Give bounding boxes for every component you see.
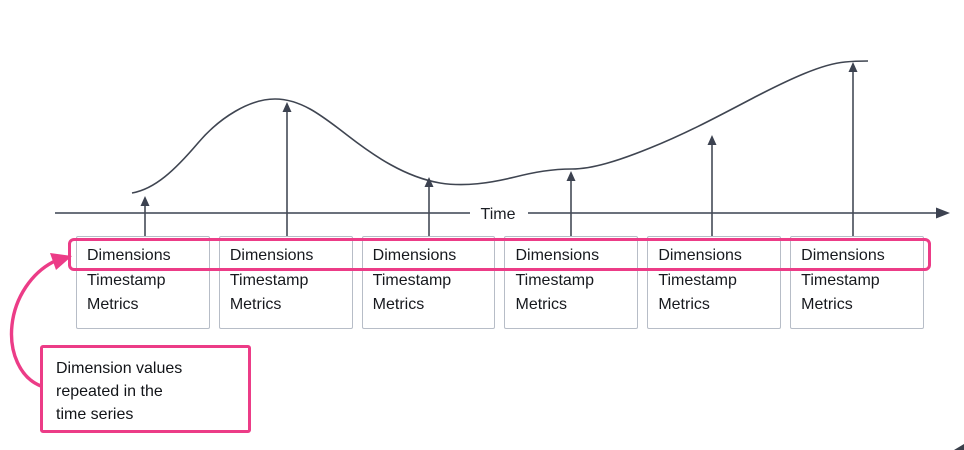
time-axis-label: Time <box>481 206 516 223</box>
record-field-dimensions: Dimensions <box>229 247 314 264</box>
record-field-metrics: Metrics <box>372 296 425 313</box>
data-point-arrow-5 <box>707 135 717 237</box>
record-field-dimensions: Dimensions <box>515 247 600 264</box>
record-field-dimensions: Dimensions <box>87 247 171 264</box>
time-axis-arrowhead <box>936 207 950 219</box>
callout-line-3: time series <box>56 406 134 423</box>
record-field-dimensions: Dimensions <box>658 247 742 264</box>
record-field-timestamp: Timestamp <box>87 271 166 289</box>
record-box-5: Dimensions Timestamp Metrics <box>647 236 782 329</box>
record-field-metrics: Metrics <box>229 296 282 313</box>
data-point-arrow-2 <box>282 102 292 237</box>
data-point-arrow-4 <box>566 171 576 237</box>
record-field-timestamp: Timestamp <box>515 271 595 289</box>
record-box-1: Dimensions Timestamp Metrics <box>76 236 210 329</box>
record-box-2: Dimensions Timestamp Metrics <box>218 236 353 329</box>
records-row: Dimensions Timestamp Metrics Dimensions … <box>76 236 924 329</box>
callout-line-2: repeated in the <box>56 383 163 400</box>
record-field-timestamp: Timestamp <box>801 271 880 289</box>
callout-box: Dimension values repeated in the time se… <box>40 345 251 433</box>
record-field-dimensions: Dimensions <box>801 247 885 264</box>
record-box-4: Dimensions Timestamp Metrics <box>504 236 639 329</box>
time-axis <box>55 207 950 219</box>
record-field-timestamp: Timestamp <box>229 271 309 289</box>
record-box-6: Dimensions Timestamp Metrics <box>790 236 924 329</box>
record-field-metrics: Metrics <box>87 296 139 313</box>
data-point-arrow-1 <box>140 196 150 237</box>
data-point-arrow-6 <box>848 62 858 237</box>
callout-arrow <box>9 253 72 388</box>
record-field-metrics: Metrics <box>801 296 853 313</box>
data-point-arrow-3 <box>424 177 434 237</box>
record-field-timestamp: Timestamp <box>372 271 452 289</box>
record-field-dimensions: Dimensions <box>372 247 457 264</box>
record-box-3: Dimensions Timestamp Metrics <box>361 236 496 329</box>
corner-artifact <box>954 444 964 450</box>
timeseries-curve <box>131 60 869 194</box>
callout-line-1: Dimension values <box>56 360 183 377</box>
callout-arrowhead <box>50 253 72 270</box>
record-field-metrics: Metrics <box>515 296 568 313</box>
record-field-timestamp: Timestamp <box>658 271 737 289</box>
record-field-metrics: Metrics <box>658 296 710 313</box>
